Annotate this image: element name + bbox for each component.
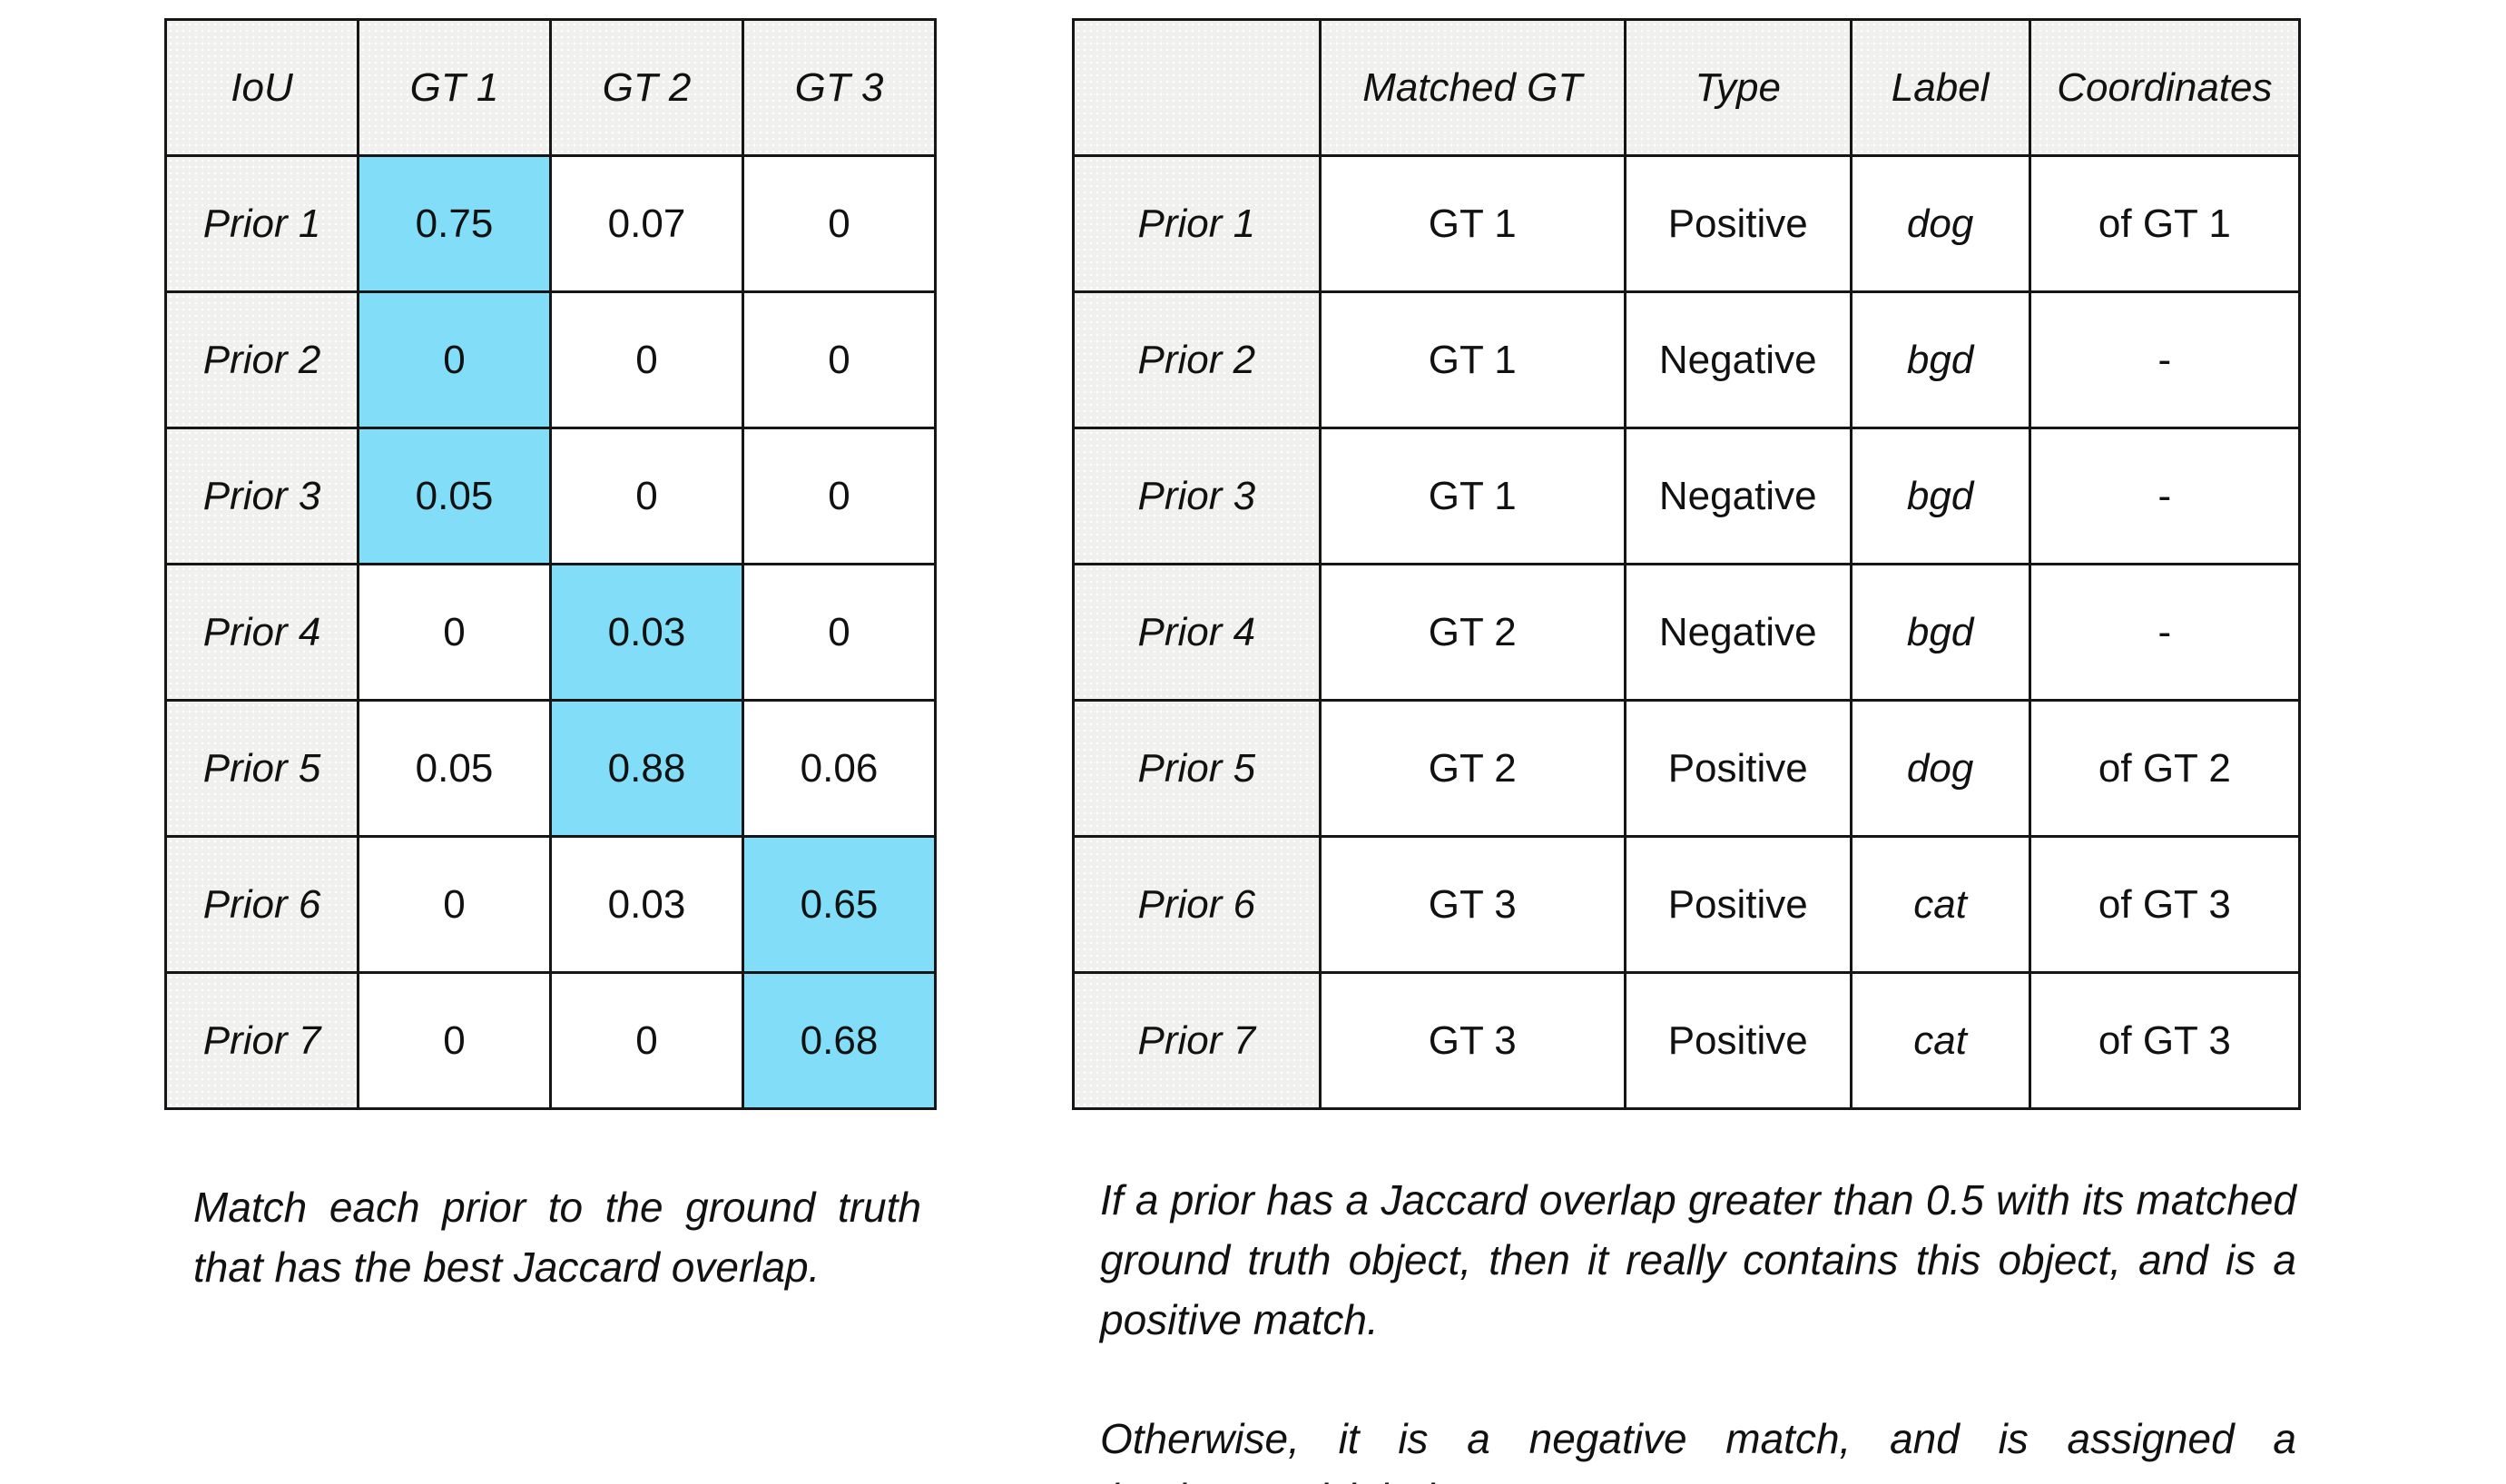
iou-table-caption: Match each prior to the ground truth tha… xyxy=(193,1184,921,1291)
match-cell-r6-gt: GT 3 xyxy=(1318,971,1626,1110)
match-caption-paragraph-2: Otherwise, it is a negative match, and i… xyxy=(1100,1415,2296,1484)
match-cell-r0-coords: of GT 1 xyxy=(2028,154,2302,293)
iou-table-body: Prior 1 0.75 0.07 0 Prior 2 0 0 0 Prior … xyxy=(164,154,937,1110)
table-row: Prior 3 GT 1 Negative bgd - xyxy=(1072,427,2302,565)
iou-cell-r1-c1: 0 xyxy=(549,290,744,429)
match-cell-r5-gt: GT 3 xyxy=(1318,835,1626,974)
iou-row-label-4: Prior 5 xyxy=(164,699,359,838)
match-row-label-6: Prior 7 xyxy=(1072,971,1322,1110)
iou-col-header-2: GT 2 xyxy=(549,18,744,157)
iou-row-label-6: Prior 7 xyxy=(164,971,359,1110)
match-cell-r2-label: bgd xyxy=(1849,427,2031,565)
table-row: Prior 3 0.05 0 0 xyxy=(164,427,937,565)
iou-table: IoU GT 1 GT 2 GT 3 Prior 1 0.75 0.07 0 P… xyxy=(164,18,937,1110)
iou-table-header: IoU GT 1 GT 2 GT 3 xyxy=(164,18,937,157)
iou-cell-r3-c1: 0.03 xyxy=(549,563,744,702)
match-col-header-label: Label xyxy=(1849,18,2031,157)
iou-cell-r3-c2: 0 xyxy=(742,563,937,702)
iou-cell-r5-c2: 0.65 xyxy=(742,835,937,974)
match-cell-r2-coords: - xyxy=(2028,427,2302,565)
iou-row-label-5: Prior 6 xyxy=(164,835,359,974)
table-row: Prior 7 GT 3 Positive cat of GT 3 xyxy=(1072,971,2302,1110)
iou-col-header-3: GT 3 xyxy=(742,18,937,157)
match-row-label-4: Prior 5 xyxy=(1072,699,1322,838)
match-cell-r3-type: Negative xyxy=(1623,563,1852,702)
match-cell-r6-label: cat xyxy=(1849,971,2031,1110)
match-col-header-corner xyxy=(1072,18,1322,157)
iou-cell-r6-c0: 0 xyxy=(357,971,552,1110)
match-cell-r4-gt: GT 2 xyxy=(1318,699,1626,838)
iou-cell-r3-c0: 0 xyxy=(357,563,552,702)
iou-row-label-0: Prior 1 xyxy=(164,154,359,293)
match-cell-r6-coords: of GT 3 xyxy=(2028,971,2302,1110)
match-cell-r1-label: bgd xyxy=(1849,290,2031,429)
match-cell-r1-type: Negative xyxy=(1623,290,1852,429)
table-row: Prior 5 GT 2 Positive dog of GT 2 xyxy=(1072,699,2302,838)
iou-row-label-3: Prior 4 xyxy=(164,563,359,702)
iou-cell-r4-c2: 0.06 xyxy=(742,699,937,838)
table-row: Prior 2 0 0 0 xyxy=(164,290,937,429)
iou-cell-r6-c2: 0.68 xyxy=(742,971,937,1110)
iou-cell-r2-c2: 0 xyxy=(742,427,937,565)
table-row: Prior 1 GT 1 Positive dog of GT 1 xyxy=(1072,154,2302,293)
iou-cell-r0-c0: 0.75 xyxy=(357,154,552,293)
iou-cell-r5-c0: 0 xyxy=(357,835,552,974)
iou-cell-r2-c1: 0 xyxy=(549,427,744,565)
match-caption-paragraph-1: If a prior has a Jaccard overlap greater… xyxy=(1100,1176,2296,1343)
match-cell-r0-gt: GT 1 xyxy=(1318,154,1626,293)
match-cell-r6-type: Positive xyxy=(1623,971,1852,1110)
iou-col-header-1: GT 1 xyxy=(357,18,552,157)
iou-cell-r1-c2: 0 xyxy=(742,290,937,429)
match-table-header: Matched GT Type Label Coordinates xyxy=(1072,18,2302,157)
match-col-header-type: Type xyxy=(1623,18,1852,157)
match-cell-r2-type: Negative xyxy=(1623,427,1852,565)
match-row-label-3: Prior 4 xyxy=(1072,563,1322,702)
iou-row-label-2: Prior 3 xyxy=(164,427,359,565)
iou-cell-r0-c2: 0 xyxy=(742,154,937,293)
iou-cell-r1-c0: 0 xyxy=(357,290,552,429)
match-cell-r0-type: Positive xyxy=(1623,154,1852,293)
iou-cell-r4-c1: 0.88 xyxy=(549,699,744,838)
match-row-label-0: Prior 1 xyxy=(1072,154,1322,293)
match-cell-r3-label: bgd xyxy=(1849,563,2031,702)
match-col-header-matched-gt: Matched GT xyxy=(1318,18,1626,157)
match-row-label-1: Prior 2 xyxy=(1072,290,1322,429)
iou-cell-r2-c0: 0.05 xyxy=(357,427,552,565)
iou-row-label-1: Prior 2 xyxy=(164,290,359,429)
match-cell-r1-gt: GT 1 xyxy=(1318,290,1626,429)
table-row: Prior 1 0.75 0.07 0 xyxy=(164,154,937,293)
match-row-label-5: Prior 6 xyxy=(1072,835,1322,974)
table-row: Prior 4 GT 2 Negative bgd - xyxy=(1072,563,2302,702)
table-row: Prior 2 GT 1 Negative bgd - xyxy=(1072,290,2302,429)
table-row: Prior 5 0.05 0.88 0.06 xyxy=(164,699,937,838)
match-cell-r4-type: Positive xyxy=(1623,699,1852,838)
iou-cell-r5-c1: 0.03 xyxy=(549,835,744,974)
match-cell-r4-label: dog xyxy=(1849,699,2031,838)
iou-col-header-0: IoU xyxy=(164,18,359,157)
match-cell-r5-coords: of GT 3 xyxy=(2028,835,2302,974)
match-cell-r0-label: dog xyxy=(1849,154,2031,293)
match-cell-r4-coords: of GT 2 xyxy=(2028,699,2302,838)
table-row: Prior 7 0 0 0.68 xyxy=(164,971,937,1110)
iou-cell-r4-c0: 0.05 xyxy=(357,699,552,838)
table-row: Prior 4 0 0.03 0 xyxy=(164,563,937,702)
match-header-row: Matched GT Type Label Coordinates xyxy=(1072,18,2302,157)
match-cell-r1-coords: - xyxy=(2028,290,2302,429)
match-cell-r2-gt: GT 1 xyxy=(1318,427,1626,565)
match-col-header-coordinates: Coordinates xyxy=(2028,18,2302,157)
match-cell-r5-label: cat xyxy=(1849,835,2031,974)
iou-cell-r6-c1: 0 xyxy=(549,971,744,1110)
iou-header-row: IoU GT 1 GT 2 GT 3 xyxy=(164,18,937,157)
match-table-body: Prior 1 GT 1 Positive dog of GT 1 Prior … xyxy=(1072,154,2302,1110)
table-row: Prior 6 0 0.03 0.65 xyxy=(164,835,937,974)
match-cell-r3-gt: GT 2 xyxy=(1318,563,1626,702)
match-cell-r3-coords: - xyxy=(2028,563,2302,702)
match-cell-r5-type: Positive xyxy=(1623,835,1852,974)
match-row-label-2: Prior 3 xyxy=(1072,427,1322,565)
match-table-caption: If a prior has a Jaccard overlap greater… xyxy=(1100,1171,2296,1484)
match-table: Matched GT Type Label Coordinates Prior … xyxy=(1072,18,2302,1110)
iou-cell-r0-c1: 0.07 xyxy=(549,154,744,293)
table-row: Prior 6 GT 3 Positive cat of GT 3 xyxy=(1072,835,2302,974)
